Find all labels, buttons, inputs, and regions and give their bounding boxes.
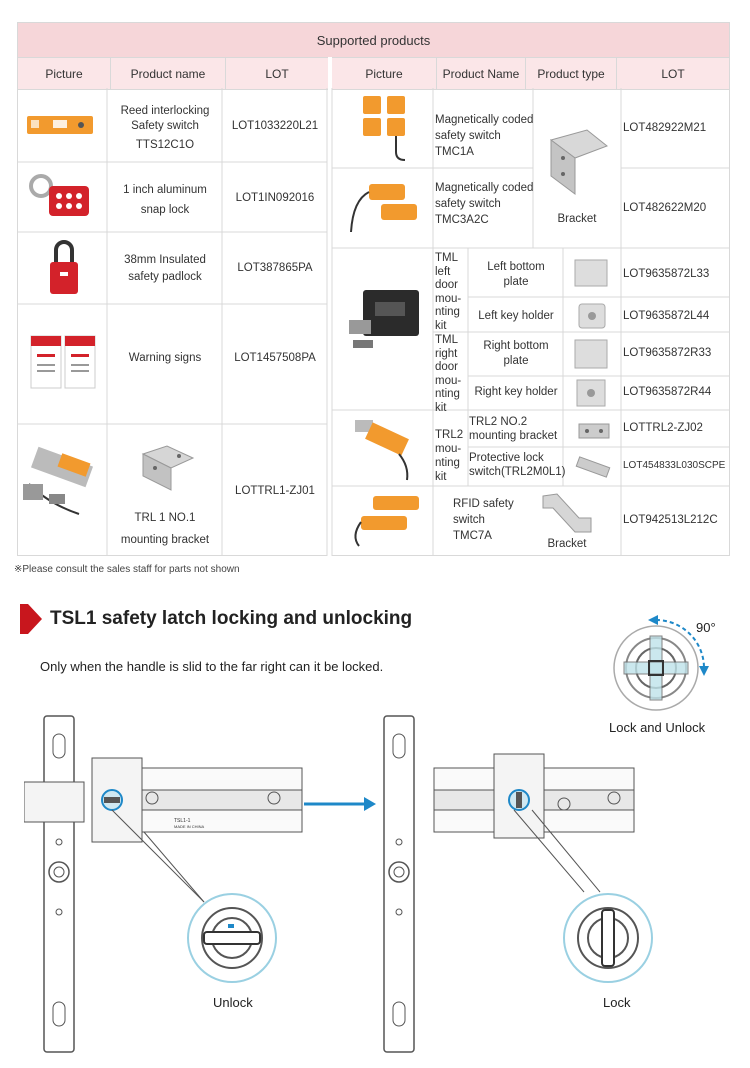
right-arrow-icon <box>304 797 376 811</box>
latch-locked-diagram <box>383 715 653 1053</box>
rfid-image <box>354 496 419 547</box>
right-key-holder-image <box>576 379 606 407</box>
tml-kit-image <box>349 290 419 348</box>
tmc1a-lot: LOT482922M21 <box>623 122 707 134</box>
section-description: Only when the handle is slid to the far … <box>40 659 384 674</box>
trl1-lot: LOTTRL1-ZJ01 <box>235 485 315 497</box>
trl1-image <box>23 446 94 515</box>
header-lot: LOT <box>225 57 332 90</box>
footnote: ※Please consult the sales staff for part… <box>14 564 240 575</box>
latch-label-model: TSL1-1 <box>174 818 191 824</box>
trl2-protect-name: Protective lock switch(TRL2M0L1) <box>469 452 566 478</box>
tmc3a2c-name: Magnetically coded safety switch TMC3A2C <box>435 182 534 226</box>
header-picture-right: Picture <box>329 57 437 90</box>
lock-unlock-caption: Lock and Unlock <box>609 720 706 735</box>
snap-lock-lot: LOT1IN092016 <box>235 192 315 204</box>
table-grid <box>17 88 730 556</box>
table-body: Reed interlocking Safety switch TTS12C1O… <box>17 88 730 556</box>
header-picture: Picture <box>17 57 111 90</box>
left-key-holder-lot: LOT9635872L44 <box>623 310 710 322</box>
section-marker-icon <box>20 604 42 634</box>
tml-right-kit-label: TML right door mou- nting kit <box>435 334 462 414</box>
header-lot-right: LOT <box>616 57 730 90</box>
left-key-holder-name: Left key holder <box>478 310 554 322</box>
trl2-protect-lot: LOT454833L030SCPE <box>623 460 726 471</box>
tmc1a-name: Magnetically coded safety switch TMC1A <box>435 114 534 158</box>
left-bottom-plate-name: Left bottom plate <box>487 261 545 288</box>
snap-lock-name: 1 inch aluminum snap lock <box>123 184 207 216</box>
right-bottom-plate-image <box>574 339 608 369</box>
latch-unlocked-diagram: TSL1-1 MADE IN CHINA <box>24 715 303 1053</box>
padlock-image <box>50 240 78 294</box>
right-bottom-plate-lot: LOT9635872R33 <box>623 347 712 359</box>
trl1-name: TRL 1 NO.1 mounting bracket <box>120 512 210 546</box>
bracket-label: Bracket <box>557 213 597 225</box>
angle-label: 90° <box>696 620 716 635</box>
rfid-lot: LOT942513L212C <box>623 514 718 526</box>
trl2-bracket-name: TRL2 NO.2 mounting bracket <box>469 416 558 442</box>
header-product-name-right: Product Name <box>436 57 526 90</box>
warning-signs-name: Warning signs <box>128 352 202 364</box>
warning-signs-lot: LOT1457508PA <box>234 352 316 364</box>
trl2-bracket-image <box>578 423 610 439</box>
tmc3a2c-lot: LOT482622M20 <box>623 202 707 214</box>
trl2-bracket-lot: LOTTRL2-ZJ02 <box>623 422 703 434</box>
padlock-lot: LOT387865PA <box>237 262 313 274</box>
tml-left-kit-label: TML left door mou- nting kit <box>435 252 462 332</box>
right-key-holder-name: Right key holder <box>474 386 558 398</box>
tmc3a2c-image <box>350 184 417 233</box>
right-key-holder-lot: LOT9635872R44 <box>623 386 712 398</box>
left-key-holder-image <box>578 303 606 329</box>
padlock-name: 38mm Insulated safety padlock <box>124 254 206 283</box>
warning-signs-image <box>30 335 96 389</box>
unlock-caption: Unlock <box>213 995 253 1010</box>
rfid-name: RFID safety switch TMC7A <box>453 498 514 542</box>
tmc1a-image <box>363 96 406 161</box>
reed-switch-lot: LOT1033220L21 <box>231 120 319 132</box>
lock-caption: Lock <box>603 995 631 1010</box>
section-title: TSL1 safety latch locking and unlocking <box>50 608 413 629</box>
trl2-protect-image <box>575 456 611 478</box>
reed-switch-image <box>27 116 93 134</box>
rfid-bracket-image <box>542 493 592 533</box>
bracket-image <box>549 129 608 195</box>
left-bottom-plate-lot: LOT9635872L33 <box>623 268 710 280</box>
header-product-name: Product name <box>110 57 226 90</box>
snap-lock-image <box>29 174 89 216</box>
supported-products-table: Supported products Picture Product name … <box>17 22 730 90</box>
table-banner: Supported products <box>17 22 730 58</box>
trl2-kit-label: TRL2 mou- nting kit <box>435 429 464 483</box>
left-bottom-plate-image <box>574 259 608 287</box>
trl2-image <box>355 420 409 481</box>
rotation-diagram <box>613 615 709 711</box>
rfid-type: Bracket <box>547 538 587 550</box>
right-bottom-plate-name: Right bottom plate <box>483 340 549 367</box>
header-product-type: Product type <box>525 57 617 90</box>
section-title-block: TSL1 safety latch locking and unlocking <box>20 604 412 634</box>
latch-label-origin: MADE IN CHINA <box>174 824 205 829</box>
reed-switch-name: Reed interlocking Safety switch TTS12C1O <box>120 105 210 151</box>
trl1-bracket-image <box>141 445 195 491</box>
